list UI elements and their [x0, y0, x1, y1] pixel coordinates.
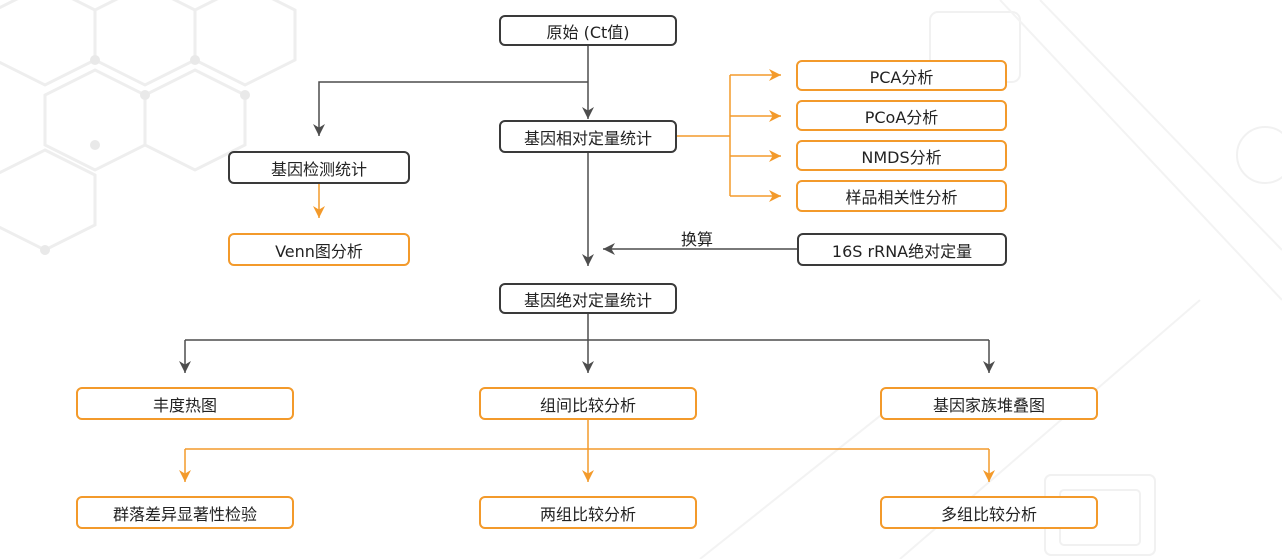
node-venn: Venn图分析: [228, 233, 410, 266]
node-abs-quant: 基因绝对定量统计: [499, 283, 677, 314]
edge-raw-to-detect: [313, 81, 588, 136]
node-sample-corr: 样品相关性分析: [796, 180, 1007, 212]
node-rel-quant: 基因相对定量统计: [499, 120, 677, 153]
conversion-label: 换算: [681, 230, 714, 249]
node-multi-group: 多组比较分析: [880, 496, 1098, 529]
node-heatmap: 丰度热图: [76, 387, 294, 420]
node-two-group: 两组比较分析: [479, 496, 697, 529]
node-pcoa: PCoA分析: [796, 100, 1007, 131]
node-16s-rrna: 16S rRNA绝对定量: [797, 233, 1007, 266]
node-nmds: NMDS分析: [796, 140, 1007, 171]
node-community-test: 群落差异显著性检验: [76, 496, 294, 529]
node-group-compare: 组间比较分析: [479, 387, 697, 420]
node-pca: PCA分析: [796, 60, 1007, 91]
node-raw: 原始 (Ct值): [499, 15, 677, 46]
node-family-stack: 基因家族堆叠图: [880, 387, 1098, 420]
node-detect-stats: 基因检测统计: [228, 151, 410, 184]
